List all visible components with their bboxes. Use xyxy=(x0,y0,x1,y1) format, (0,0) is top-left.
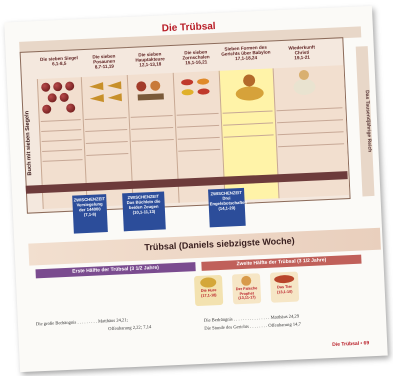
first-half-bar: Erste Hälfte der Trübsal (3 1/2 Jahre) xyxy=(35,262,195,278)
figure-ref: (17,1-18) xyxy=(195,293,223,299)
figure-beast: Das Tier (13,1-10) xyxy=(270,271,299,302)
column-title: Die sieben Hauptakteure 12,1-13,18 xyxy=(128,51,173,69)
figure-ref: (13,1-10) xyxy=(271,289,299,295)
column-title: Die sieben Posaunen 8,7-11,19 xyxy=(82,53,127,71)
prophet-icon xyxy=(236,273,257,286)
interlude-box: ZWISCHENZEIT Versiegelung der 144000 (7,… xyxy=(72,194,108,234)
babylon-figure-icon xyxy=(229,71,270,103)
actor-icons xyxy=(133,77,172,105)
page-number: Die Trübsal • 69 xyxy=(332,340,369,348)
figure-prophet: Der Falsche Prophet (13,11-17) xyxy=(232,273,261,304)
column-title: Wiederkunft Christi 19,1-21 xyxy=(282,44,323,61)
harlot-icon xyxy=(198,275,219,288)
rider-icon xyxy=(291,66,318,99)
trumpet-icons xyxy=(87,79,126,107)
column-title: Sieben Formen des Gerichts über Babylon … xyxy=(220,44,273,62)
interlude-box: ZWISCHENZEIT Drei Engelsbotschaften (14,… xyxy=(208,188,246,228)
figure-ref: (13,11-17) xyxy=(233,295,261,301)
footnote-left-2: Offenbarung 2,22; 7,14 xyxy=(108,324,151,331)
millennium-label: Das Tausendjährige Reich xyxy=(356,46,375,196)
column-title: Die sieben Siegel 6,1-8,5 xyxy=(38,55,80,67)
bowl-icons xyxy=(179,75,218,103)
footnote-right-2: Die Stunde des Gerichts . . . . . . . . … xyxy=(204,321,301,330)
book-page: Die Trübsal Das Tausendjährige Reich Buc… xyxy=(4,6,387,372)
beast-icon xyxy=(272,272,297,285)
column-title: Die sieben Zornschalen 15,1-16,21 xyxy=(174,49,219,67)
interlude-box: ZWISCHENZEIT Das Büchlein die beiden Zeu… xyxy=(122,191,166,231)
second-half-bar: Zweite Hälfte der Trübsal (3 1/2 Jahre) xyxy=(201,255,361,271)
figure-harlot: Die Hure (17,1-18) xyxy=(194,275,223,306)
